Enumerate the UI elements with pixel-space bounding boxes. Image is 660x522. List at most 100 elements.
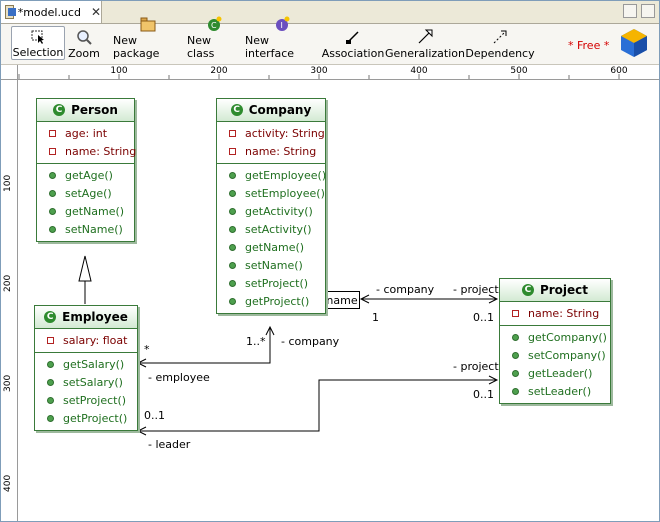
attribute-row[interactable]: activity: String xyxy=(217,124,325,142)
public-method-icon xyxy=(512,387,519,395)
class-icon: C xyxy=(44,311,57,323)
multiplicity-label: 0..1 xyxy=(473,388,494,401)
new-package-label: New package xyxy=(113,34,160,60)
new-class-label: New class xyxy=(187,34,215,60)
public-method-icon xyxy=(49,207,56,215)
public-method-icon xyxy=(49,225,56,233)
minimize-button[interactable] xyxy=(623,4,637,18)
free-edition-label: * Free * xyxy=(568,39,610,52)
class-person[interactable]: C Person age: int name: String getAge() s… xyxy=(36,98,136,242)
public-method-icon xyxy=(229,261,236,269)
method-row[interactable]: setName() xyxy=(37,220,134,238)
methods-section: getCompany() setCompany() getLeader() se… xyxy=(500,326,610,403)
role-label: - employee xyxy=(148,371,210,384)
method-row[interactable]: setProject() xyxy=(35,391,137,409)
generalization-arrowhead xyxy=(78,255,92,282)
new-interface-label: New interface xyxy=(245,34,295,60)
method-row[interactable]: setActivity() xyxy=(217,220,325,238)
public-method-icon xyxy=(49,171,56,179)
method-row[interactable]: setCompany() xyxy=(500,346,610,364)
attributes-section: name: String xyxy=(500,302,610,326)
generalization-tool[interactable]: Generalization xyxy=(385,26,465,60)
class-icon: C xyxy=(53,104,66,116)
multiplicity-label: * xyxy=(144,343,150,356)
ruler-corner xyxy=(1,65,18,80)
selection-icon xyxy=(30,28,46,44)
multiplicity-label: 0..1 xyxy=(144,409,165,422)
method-row[interactable]: getActivity() xyxy=(217,202,325,220)
public-method-icon xyxy=(229,189,236,197)
multiplicity-label: 1 xyxy=(372,311,379,324)
attribute-row[interactable]: salary: float xyxy=(35,331,137,349)
method-row[interactable]: setLeader() xyxy=(500,382,610,400)
attributes-section: age: int name: String xyxy=(37,122,136,164)
generalization-icon xyxy=(417,29,433,45)
class-icon: C xyxy=(230,104,243,116)
method-row[interactable]: getName() xyxy=(217,238,325,256)
method-row[interactable]: getAge() xyxy=(37,166,134,184)
public-method-icon xyxy=(47,378,54,386)
private-attribute-icon xyxy=(49,147,56,155)
method-row[interactable]: getCompany() xyxy=(500,328,610,346)
public-method-icon xyxy=(229,243,236,251)
selection-tool[interactable]: Selection xyxy=(11,26,65,60)
palette-toolbar: Selection Zoom New package C New class I… xyxy=(1,16,659,65)
attributes-section: activity: String name: String xyxy=(217,122,325,164)
class-icon: C xyxy=(521,284,534,296)
attribute-row[interactable]: age: int xyxy=(37,124,134,142)
method-row[interactable]: setAge() xyxy=(37,184,134,202)
selection-label: Selection xyxy=(12,46,64,59)
method-row[interactable]: setName() xyxy=(217,256,325,274)
diagram-file-icon xyxy=(5,5,16,19)
new-interface-tool[interactable]: I New interface xyxy=(245,16,319,60)
new-class-tool[interactable]: C New class xyxy=(187,16,241,60)
private-attribute-icon xyxy=(49,129,56,137)
method-row[interactable]: getProject() xyxy=(217,292,325,310)
interface-icon: I xyxy=(274,16,290,32)
ruler-tick-label: 100 xyxy=(110,66,128,76)
class-name: Person xyxy=(71,103,118,117)
method-row[interactable]: getSalary() xyxy=(35,355,137,373)
public-method-icon xyxy=(512,351,519,359)
role-label: - company xyxy=(281,335,340,348)
role-label: - project xyxy=(453,360,499,373)
qualifier-box[interactable]: name xyxy=(324,291,360,309)
attribute-row[interactable]: name: String xyxy=(500,304,610,322)
attribute-row[interactable]: name: String xyxy=(217,142,325,160)
class-name: Employee xyxy=(62,310,128,324)
tab-bar: *model.ucd ✕ xyxy=(1,1,659,24)
method-row[interactable]: getProject() xyxy=(35,409,137,427)
close-tab-icon[interactable]: ✕ xyxy=(90,5,101,19)
methods-section: getAge() setAge() getName() setName() xyxy=(37,164,134,241)
public-method-icon xyxy=(229,297,236,305)
maximize-button[interactable] xyxy=(641,4,655,18)
private-attribute-icon xyxy=(47,336,54,344)
vertical-ruler: 100 200 300 400 xyxy=(1,65,18,521)
methods-section: getSalary() setSalary() setProject() get… xyxy=(35,353,137,430)
attribute-row[interactable]: name: String xyxy=(37,142,136,160)
package-icon xyxy=(140,16,156,32)
tab-model-ucd[interactable]: *model.ucd ✕ xyxy=(1,1,102,23)
role-label: - leader xyxy=(148,438,191,451)
dependency-tool[interactable]: Dependency xyxy=(465,26,535,60)
class-employee[interactable]: C Employee salary: float getSalary() setS… xyxy=(34,305,138,431)
method-row[interactable]: setSalary() xyxy=(35,373,137,391)
method-row[interactable]: getName() xyxy=(37,202,134,220)
dependency-label: Dependency xyxy=(465,47,535,60)
role-label: - project xyxy=(453,283,499,296)
leader-project-association xyxy=(138,379,497,432)
new-package-tool[interactable]: New package xyxy=(113,17,183,60)
zoom-tool[interactable]: Zoom xyxy=(67,26,101,60)
method-row[interactable]: setProject() xyxy=(217,274,325,292)
method-row[interactable]: setEmployee() xyxy=(217,184,325,202)
public-method-icon xyxy=(47,360,54,368)
ruler-tick-label: 300 xyxy=(310,66,328,76)
method-row[interactable]: getLeader() xyxy=(500,364,610,382)
association-tool[interactable]: Association xyxy=(322,26,384,60)
method-row[interactable]: getEmployee() xyxy=(217,166,326,184)
association-icon xyxy=(345,29,361,45)
